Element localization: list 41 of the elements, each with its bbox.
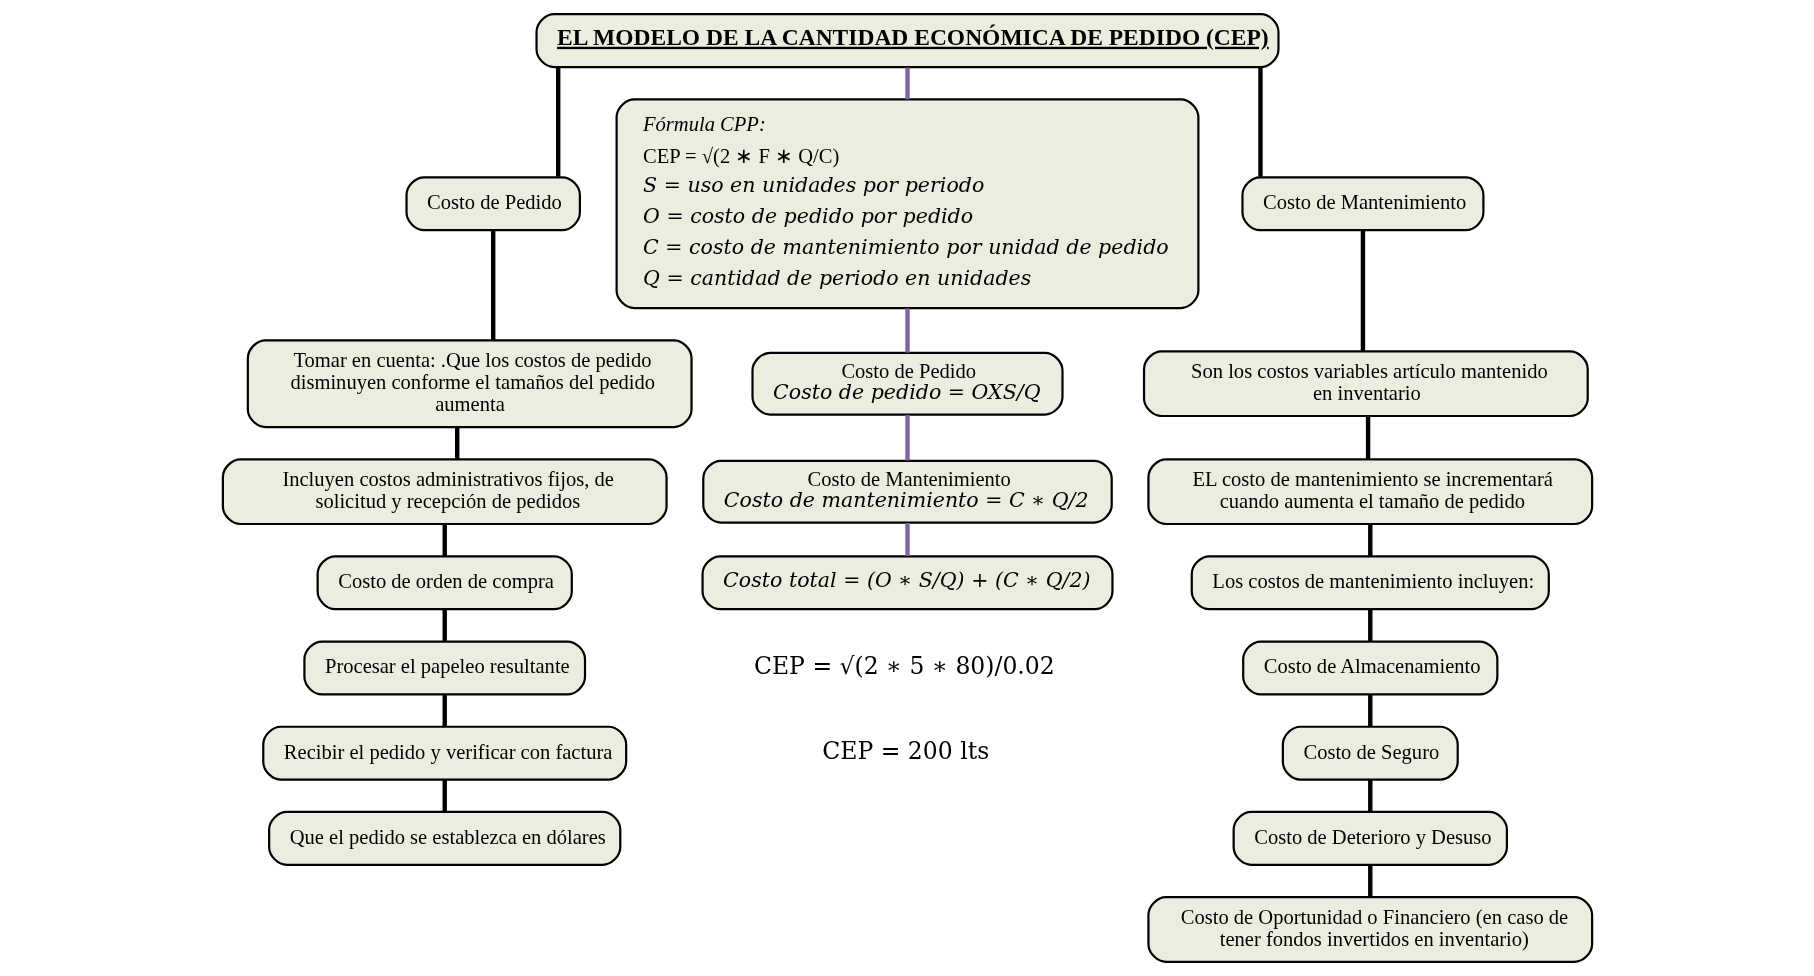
- node-box: Fórmula CPP: CEP = √(2 ∗ F ∗ Q/C) S = uso en unidades por periodo O = costo de pedido por pedido C = costo de mantenimiento por unidad de pedido Q = cantidad de periodo en unidades: [615, 98, 1199, 310]
- node-box: Costo total = (O ∗ S/Q) + (C ∗ Q/2): [700, 555, 1114, 611]
- label: CEP = √(2 ∗ 5 ∗ 80)/0.02: [753, 651, 1055, 680]
- connector: [1257, 67, 1263, 177]
- node-box: Incluyen costos administrativos fijos, de solicitud y recepción de pedidos: [221, 458, 668, 526]
- node-box: Costo de Pedido Costo de pedido = OXS/Q: [750, 351, 1064, 416]
- connector: [904, 414, 910, 461]
- node-box: Costo de Deterioro y Desuso: [1232, 810, 1508, 866]
- node-box: Procesar el papeleo resultante: [302, 640, 586, 696]
- node-box: Costo de Oportunidad o Financiero (en caso de tener fondos invertidos en inventario): [1146, 896, 1593, 963]
- node-box: Los costos de mantenimiento incluyen:: [1190, 555, 1550, 611]
- node-box: EL costo de mantenimiento se incrementará cuando aumenta el tamaño de pedido: [1146, 458, 1593, 526]
- node-box: Costo de Seguro: [1281, 725, 1459, 781]
- connector: [442, 524, 447, 556]
- node-box: Costo de Pedido: [404, 176, 581, 232]
- node-box: Costo de orden de compra: [316, 555, 573, 611]
- connector: [1360, 230, 1365, 351]
- connector: [442, 694, 447, 727]
- node-box: Recibir el pedido y verificar con factura: [261, 725, 627, 781]
- node-box: Costo de Almacenamiento: [1241, 640, 1498, 696]
- node-box: EL MODELO DE LA CANTIDAD ECONÓMICA DE PEDIDO (CEP): [534, 13, 1280, 69]
- node-box: Costo de Mantenimiento Costo de mantenimiento = C ∗ Q/2: [701, 459, 1113, 524]
- connector: [1367, 524, 1372, 556]
- connector: [442, 609, 447, 642]
- label: CEP = 200 lts: [821, 736, 989, 765]
- connector: [1367, 694, 1372, 727]
- node-box: Son los costos variables artículo mantenido en inventario: [1142, 350, 1589, 418]
- connector: [904, 523, 910, 556]
- connector: [1365, 416, 1370, 460]
- connector: [1367, 865, 1372, 897]
- node-box: Costo de Mantenimiento: [1240, 176, 1484, 232]
- connector: [490, 230, 495, 341]
- connector: [442, 779, 447, 812]
- connector: [1367, 779, 1372, 812]
- connector: [1367, 609, 1372, 642]
- node-box: Que el pedido se establezca en dólares: [267, 810, 621, 866]
- connector: [454, 427, 459, 460]
- connector: [555, 67, 560, 177]
- connector: [904, 67, 910, 100]
- connector: [904, 308, 910, 353]
- node-box: Tomar en cuenta: .Que los costos de pedido disminuyen conforme el tamaños del pedido aumenta: [246, 339, 693, 429]
